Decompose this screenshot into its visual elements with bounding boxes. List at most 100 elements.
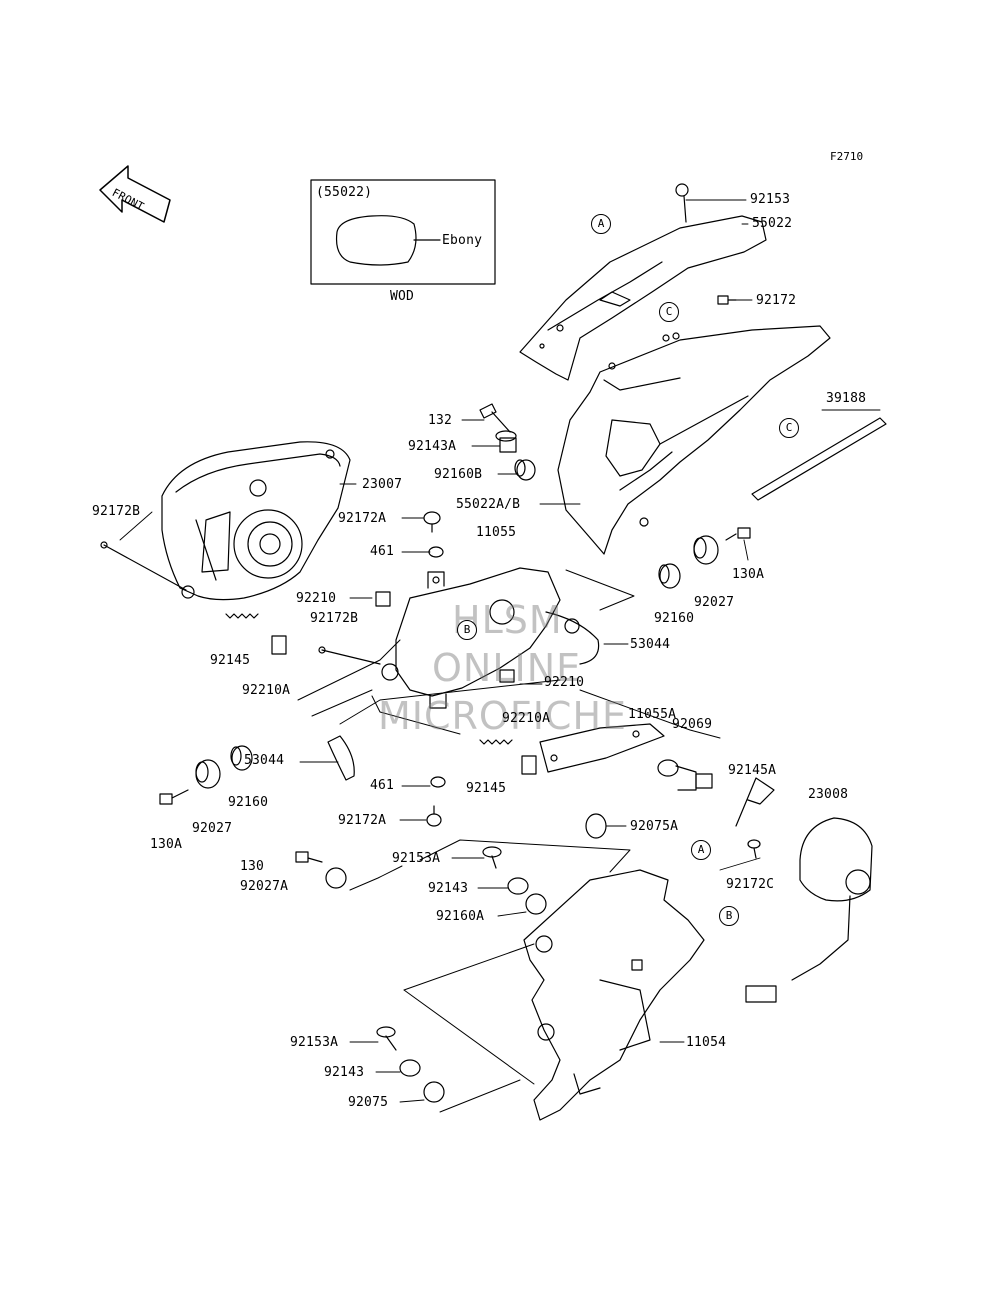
part-label-92210A-left: 92210A	[242, 683, 291, 698]
watermark-line2: ONLINE	[432, 646, 582, 690]
callout-a-stay: A	[691, 840, 711, 860]
screw-92172A-bottom	[426, 805, 442, 827]
part-label-92210-left: 92210	[296, 591, 337, 606]
inset-caption: WOD	[390, 289, 415, 304]
part-label-11055: 11055	[476, 525, 517, 540]
inset-color-label: Ebony	[442, 233, 483, 248]
strip-39188	[751, 417, 887, 501]
collar-92027A	[325, 867, 347, 889]
figure-code: F2710	[830, 150, 864, 163]
part-label-92172B-left: 92172B	[92, 504, 141, 519]
part-label-92027A: 92027A	[240, 879, 289, 894]
part-label-461-top: 461	[370, 544, 395, 559]
bolt-130	[295, 851, 323, 863]
grommet-92160-left	[230, 745, 253, 771]
part-label-92145A: 92145A	[728, 763, 777, 778]
part-label-23007: 23007	[362, 477, 403, 492]
grommet-92160-right	[658, 563, 681, 589]
part-label-92075: 92075	[348, 1095, 389, 1110]
part-label-92143-lower: 92143	[324, 1065, 365, 1080]
grommet-92143-upper	[507, 877, 529, 895]
part-label-92153: 92153	[750, 192, 791, 207]
callout-c-strip: C	[779, 418, 799, 438]
part-label-11055A: 11055A	[628, 707, 677, 722]
part-label-132: 132	[428, 413, 453, 428]
part-label-92143A: 92143A	[408, 439, 457, 454]
callout-c-upper: C	[659, 302, 679, 322]
part-label-92027-left: 92027	[192, 821, 233, 836]
headlight-drawing	[161, 441, 351, 601]
part-label-92172A-bottom: 92172A	[338, 813, 387, 828]
part-label-92145-mid: 92145	[466, 781, 507, 796]
bracket-11055-drawing	[381, 567, 580, 709]
part-label-23008: 23008	[808, 787, 849, 802]
grommet-92160A	[525, 893, 547, 915]
part-label-92172A-top: 92172A	[338, 511, 387, 526]
screw-92172	[717, 295, 737, 305]
inner-panel-drawing	[557, 325, 831, 555]
callout-b-bracket: B	[457, 620, 477, 640]
clip-92145A	[735, 777, 775, 827]
part-label-92172C: 92172C	[726, 877, 775, 892]
grommet-92143-lower	[399, 1059, 421, 1077]
part-label-461-bottom: 461	[370, 778, 395, 793]
grommet-92160B	[514, 459, 536, 481]
callout-a-upper: A	[591, 214, 611, 234]
screw-92172C	[747, 839, 761, 859]
hose-53044-right	[545, 611, 600, 665]
collar-92027-right	[693, 535, 719, 565]
screw-92172A-top	[423, 511, 441, 533]
part-label-92160A: 92160A	[436, 909, 485, 924]
part-label-92143-upper: 92143	[428, 881, 469, 896]
nut-92210-left	[375, 591, 391, 607]
bolt-92153A-lower	[376, 1026, 397, 1051]
part-label-92145-left: 92145	[210, 653, 251, 668]
part-label-92153A-lower: 92153A	[290, 1035, 339, 1050]
part-label-92172B-mid: 92172B	[310, 611, 359, 626]
part-label-130A-right: 130A	[732, 567, 765, 582]
screw-132	[479, 403, 511, 433]
leader-lines	[119, 199, 881, 1103]
part-label-53044-right: 53044	[630, 637, 671, 652]
clip-92210-mid	[499, 669, 515, 683]
part-label-55022: 55022	[752, 216, 793, 231]
part-label-53044-left: 53044	[244, 753, 285, 768]
grommet-92075A	[585, 813, 607, 839]
collar-92027-left	[195, 759, 221, 789]
grommet-92075	[423, 1081, 445, 1103]
bulb-92069	[657, 759, 713, 791]
part-label-130: 130	[240, 859, 265, 874]
part-label-92069: 92069	[672, 717, 713, 732]
inset-box	[310, 179, 496, 285]
spring-92145-mid	[479, 739, 513, 745]
position-lamp-23008	[745, 817, 873, 1003]
part-label-92210A-mid: 92210A	[502, 711, 551, 726]
part-label-92172: 92172	[756, 293, 797, 308]
washer-461-top	[428, 546, 444, 558]
bolt-92153	[675, 183, 689, 223]
part-label-11054: 11054	[686, 1035, 727, 1050]
front-arrow-icon	[99, 165, 171, 223]
callout-b-stay: B	[719, 906, 739, 926]
stay-11054-drawing	[523, 869, 705, 1121]
part-label-92210-mid: 92210	[544, 675, 585, 690]
part-label-130A-left: 130A	[150, 837, 183, 852]
inset-part-ref: (55022)	[316, 185, 373, 200]
part-label-92160-left: 92160	[228, 795, 269, 810]
spring-92145-left	[225, 613, 259, 619]
bolt-130A-right	[725, 527, 751, 541]
inset-cowl-shape	[335, 215, 417, 266]
part-label-92075A: 92075A	[630, 819, 679, 834]
part-label-92160-right: 92160	[654, 611, 695, 626]
bolt-92172B-left	[100, 541, 187, 591]
part-label-39188: 39188	[826, 391, 867, 406]
bolt-92172B-mid	[318, 646, 381, 665]
part-label-92153A-upper: 92153A	[392, 851, 441, 866]
grommet-92143A	[495, 430, 517, 453]
hose-53044-left	[327, 735, 355, 781]
watermark-line3: MICROFICHE	[378, 694, 628, 738]
bolt-92153A-upper	[482, 846, 502, 869]
part-label-92027-right: 92027	[694, 595, 735, 610]
